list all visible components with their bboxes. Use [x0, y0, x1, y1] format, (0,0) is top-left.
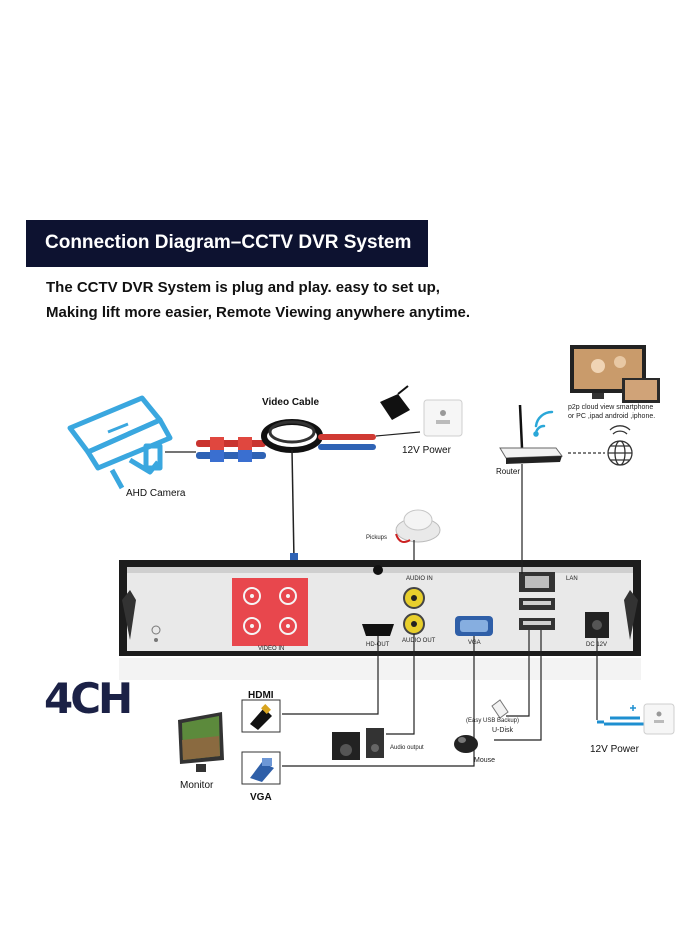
vga-port-label: VGA — [468, 640, 481, 646]
diagram-title-banner: Connection Diagram–CCTV DVR System — [26, 220, 428, 267]
dc-power-symbol — [597, 705, 646, 726]
mouse-label: Mouse — [474, 757, 496, 764]
dvr-recorder — [119, 560, 641, 680]
pickups-label: Pickups — [366, 535, 388, 541]
wifi-icon — [533, 410, 554, 437]
dc-12v-label: DC 12V — [586, 642, 608, 648]
p2p-text-line-2: or PC ,ipad android ,iphone. — [568, 413, 656, 420]
audio-out-label: AUDIO OUT — [402, 638, 436, 644]
diagram-title: Connection Diagram–CCTV DVR System — [45, 232, 412, 253]
usb-backup-note: (Easy USB Backup) — [466, 718, 520, 724]
video-cable — [165, 419, 421, 563]
remote-view-screen — [570, 345, 660, 403]
power-label-right: 12V Power — [590, 744, 639, 755]
ahd-camera-label: AHD Camera — [126, 488, 186, 499]
router-icon — [499, 404, 563, 464]
router-label: Router — [496, 467, 521, 476]
connection-wires — [282, 464, 598, 767]
mouse-icon — [454, 735, 478, 753]
power-label-top: 12V Power — [402, 445, 451, 456]
intro-line-2: Making lift more easier, Remote Viewing … — [46, 304, 471, 321]
monitor-label: Monitor — [180, 780, 214, 791]
channel-count-badge: 4CH — [44, 674, 133, 723]
usb-disk-icon — [491, 699, 509, 719]
vga-label: VGA — [250, 792, 272, 803]
hdmi-cable-icon — [241, 699, 281, 733]
power-socket-icon — [643, 703, 675, 735]
monitor-icon — [178, 712, 224, 772]
pickup-microphone-icon — [395, 509, 441, 590]
speaker-icon — [332, 728, 384, 760]
p2p-text-line-1: p2p cloud view smartphone — [568, 404, 654, 411]
power-adapter-icon — [380, 385, 463, 437]
hd-out-label: HD-OUT — [366, 642, 390, 648]
video-in-label: VIDEO IN — [258, 646, 285, 652]
cctv-camera-icon — [67, 395, 173, 490]
vga-cable-icon — [241, 751, 281, 785]
video-cable-label: Video Cable — [262, 397, 320, 408]
lan-label: LAN — [566, 576, 578, 582]
hdmi-label: HDMI — [248, 690, 274, 701]
globe-icon — [607, 425, 633, 466]
udisk-label: U-Disk — [492, 727, 513, 734]
audio-in-label: AUDIO IN — [406, 576, 433, 582]
audio-output-label: Audio output — [390, 745, 424, 751]
intro-line-1: The CCTV DVR System is plug and play. ea… — [46, 279, 440, 296]
